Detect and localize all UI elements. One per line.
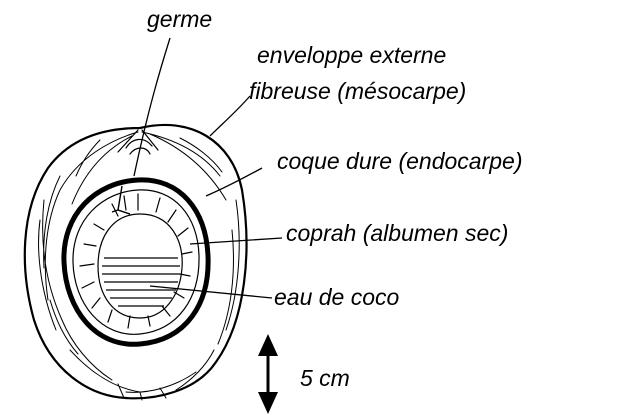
shell-outline xyxy=(64,180,208,344)
scale-arrow-up xyxy=(258,334,278,356)
water-lines xyxy=(102,258,180,306)
label-germ: germe xyxy=(147,6,212,32)
coconut-water xyxy=(102,258,180,306)
scale-label: 5 cm xyxy=(300,365,350,391)
leader-husk xyxy=(210,96,250,136)
leader-germ xyxy=(134,38,170,176)
label-outer-husk-line2: fibreuse (mésocarpe) xyxy=(249,78,466,104)
copra xyxy=(80,194,192,328)
leader-shell xyxy=(206,168,262,196)
leader-water xyxy=(150,286,272,298)
label-outer-husk-line1: enveloppe externe xyxy=(257,42,446,68)
label-copra: coprah (albumen sec) xyxy=(286,220,508,246)
shell-inner-edge xyxy=(73,190,199,334)
label-water: eau de coco xyxy=(274,284,400,310)
scale-bar: 5 cm xyxy=(258,334,350,414)
husk-top-knot xyxy=(118,130,158,154)
hard-shell xyxy=(64,180,208,344)
label-shell: coque dure (endocarpe) xyxy=(277,148,523,174)
scale-arrow-down xyxy=(258,392,278,414)
